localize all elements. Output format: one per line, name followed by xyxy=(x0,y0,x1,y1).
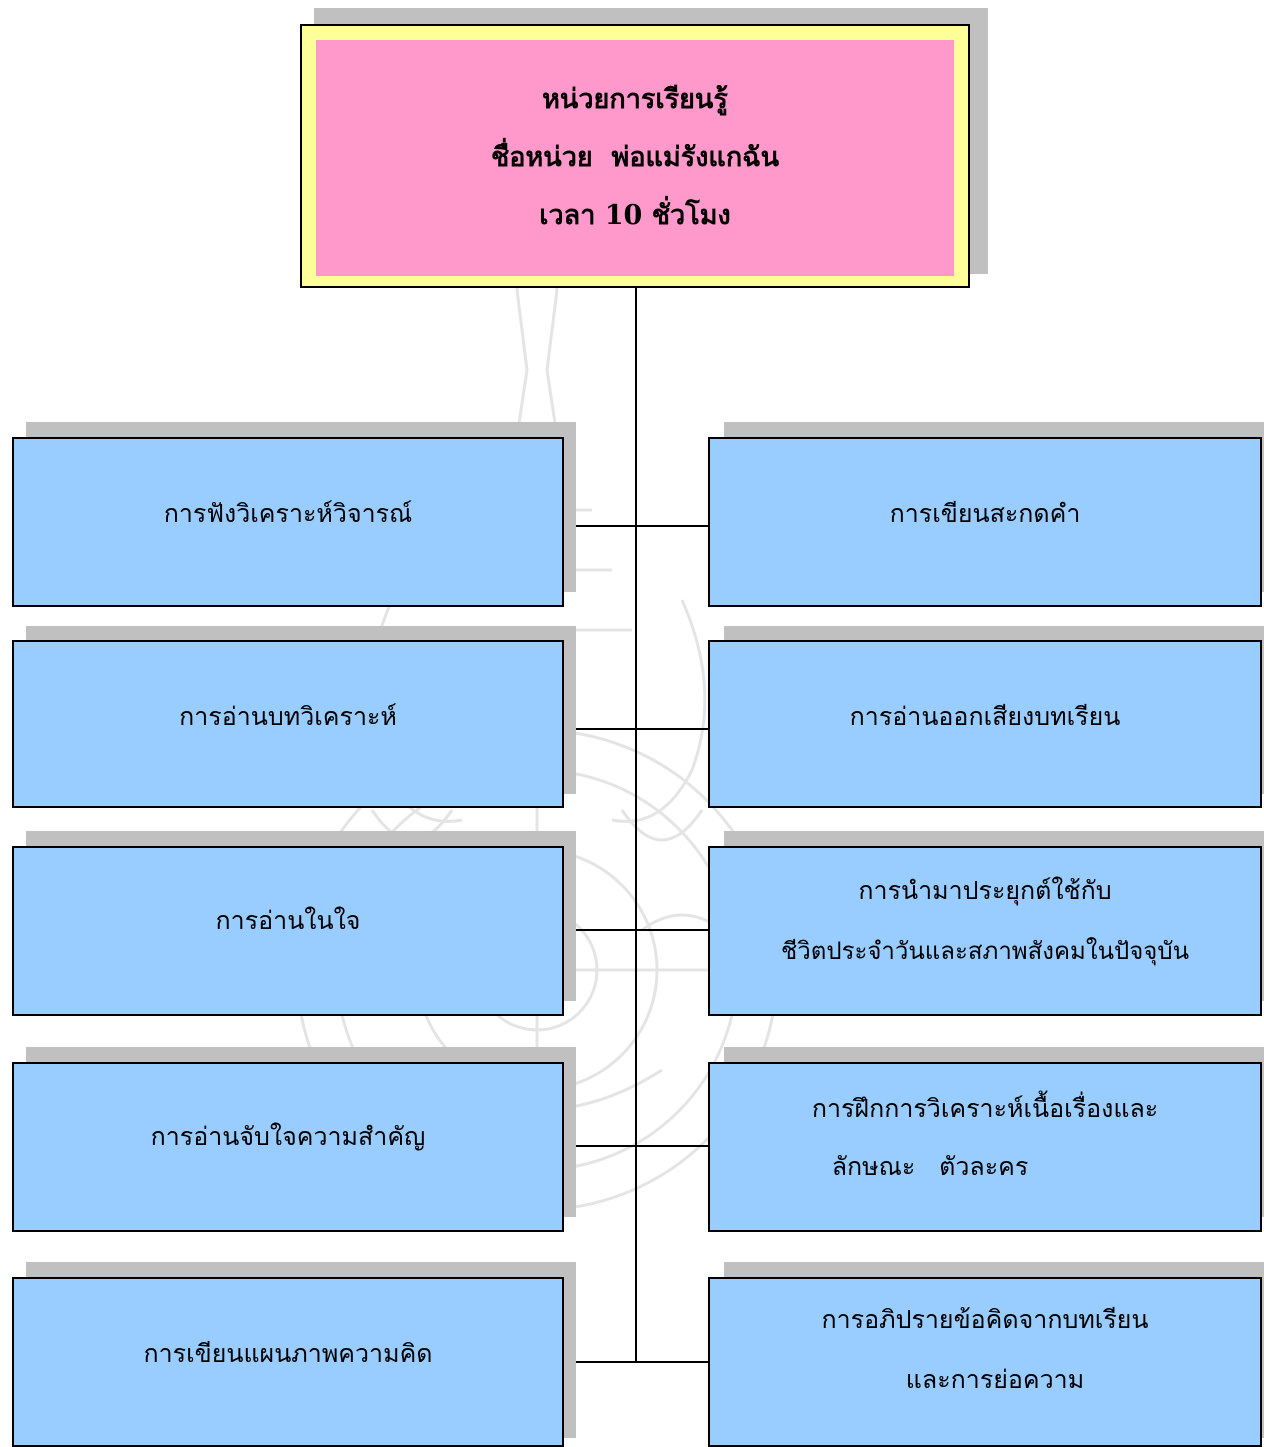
connector-row3 xyxy=(564,929,709,931)
right-box-1: การเขียนสะกดคำ xyxy=(708,437,1262,607)
right-box-4-line2: ลักษณะ ตัวละคร xyxy=(831,1152,1029,1181)
unit-header-box: หน่วยการเรียนรู้ ชื่อหน่วย พ่อแม่รังแกฉั… xyxy=(300,24,970,288)
right-box-2-label: การอ่านออกเสียงบทเรียน xyxy=(849,702,1121,731)
trunk-line xyxy=(635,288,637,1362)
unit-label: หน่วยการเรียนรู้ xyxy=(542,84,728,115)
right-box-3-line2: ชีวิตประจำวันและสภาพสังคมในปัจจุบัน xyxy=(781,937,1189,965)
connector-row5 xyxy=(564,1361,709,1363)
left-box-2: การอ่านบทวิเคราะห์ xyxy=(12,640,564,808)
connector-row1 xyxy=(564,525,709,527)
left-box-4: การอ่านจับใจความสำคัญ xyxy=(12,1062,564,1232)
right-box-5-line1: การอภิปรายข้อคิดจากบทเรียน xyxy=(821,1305,1149,1334)
left-box-4-label: การอ่านจับใจความสำคัญ xyxy=(150,1122,426,1151)
right-box-1-label: การเขียนสะกดคำ xyxy=(889,499,1081,528)
left-box-1-label: การฟังวิเคราะห์วิจารณ์ xyxy=(163,499,413,528)
right-box-5: การอภิปรายข้อคิดจากบทเรียน และการย่อความ xyxy=(708,1277,1262,1447)
unit-header-panel: หน่วยการเรียนรู้ ชื่อหน่วย พ่อแม่รังแกฉั… xyxy=(316,40,954,276)
connector-row4 xyxy=(564,1145,709,1147)
right-box-3: การนำมาประยุกต์ใช้กับ ชีวิตประจำวันและสภ… xyxy=(708,846,1262,1016)
unit-duration: เวลา 10 ชั่วโมง xyxy=(539,200,731,231)
left-box-5: การเขียนแผนภาพความคิด xyxy=(12,1277,564,1447)
right-box-2: การอ่านออกเสียงบทเรียน xyxy=(708,640,1262,808)
right-box-3-line1: การนำมาประยุกต์ใช้กับ xyxy=(858,876,1112,905)
left-box-3-label: การอ่านในใจ xyxy=(215,906,361,935)
left-box-3: การอ่านในใจ xyxy=(12,846,564,1016)
unit-name: ชื่อหน่วย พ่อแม่รังแกฉัน xyxy=(490,142,780,173)
connector-row2 xyxy=(564,728,709,730)
right-box-4-line1: การฝึกการวิเคราะห์เนื้อเรื่องและ xyxy=(811,1094,1159,1123)
left-box-2-label: การอ่านบทวิเคราะห์ xyxy=(179,702,397,731)
right-box-5-line2: และการย่อความ xyxy=(905,1365,1085,1394)
right-box-4: การฝึกการวิเคราะห์เนื้อเรื่องและ ลักษณะ … xyxy=(708,1062,1262,1232)
left-box-5-label: การเขียนแผนภาพความคิด xyxy=(143,1339,433,1368)
left-box-1: การฟังวิเคราะห์วิจารณ์ xyxy=(12,437,564,607)
